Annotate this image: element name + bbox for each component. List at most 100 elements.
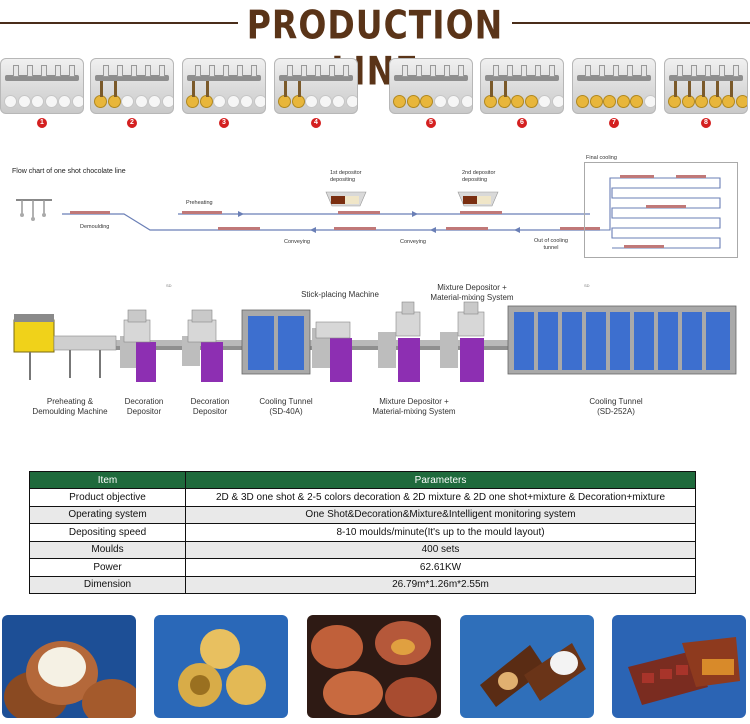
nozzle [237, 65, 243, 77]
step-image-6 [480, 58, 564, 114]
depositing-stream [206, 81, 209, 97]
mould-cup [708, 95, 722, 108]
nozzle [145, 65, 151, 77]
mould-cup [589, 95, 603, 108]
nozzle [549, 65, 555, 77]
stick-placing-machine [312, 321, 352, 382]
depositing-stream [490, 81, 493, 97]
nozzle [315, 65, 321, 77]
label-cooling-tunnel-40a: Cooling Tunnel (SD-40A) [259, 397, 313, 416]
depositor-bar [485, 75, 559, 81]
mould-cup [148, 95, 161, 108]
mould-cup [643, 95, 655, 108]
label-conveying-1: Conveying [284, 239, 310, 245]
depositing-stream [192, 81, 195, 97]
depositing-stream [702, 81, 705, 97]
mould-cup [305, 95, 318, 108]
mould-cup [524, 95, 538, 108]
mould-cup [31, 95, 44, 108]
nozzle [251, 65, 257, 77]
mould-cup [420, 95, 433, 108]
table-row: Product objective 2D & 3D one shot & 2-5… [29, 488, 696, 507]
mould-cup [735, 95, 747, 108]
step-image-5 [389, 58, 473, 114]
nozzle [585, 65, 591, 77]
decoration-depositor-2 [182, 309, 223, 382]
label-cooling-tunnel-252a: Cooling Tunnel (SD-252A) [589, 397, 643, 416]
header-item: Item [29, 471, 186, 489]
step-number-badge: 3 [219, 118, 229, 128]
step-image-4 [274, 58, 358, 114]
step-number-badge: 8 [701, 118, 711, 128]
mould-cup [4, 95, 17, 108]
row-item: Operating system [29, 505, 186, 524]
nozzle [41, 65, 47, 77]
step-number-badge: 5 [426, 118, 436, 128]
mould-cup [603, 95, 616, 108]
nozzle [402, 65, 408, 77]
table-row: Operating system One Shot&Decoration&Mix… [29, 505, 696, 524]
decoration-depositor-1 [120, 309, 156, 382]
nozzle [493, 65, 499, 77]
row-item: Product objective [29, 488, 186, 507]
machines-drawing [13, 301, 737, 382]
product-photo-2 [154, 615, 288, 718]
header-parameters: Parameters [185, 471, 696, 489]
label-conveying-2: Conveying [400, 239, 426, 245]
step-image-2 [90, 58, 174, 114]
mould-cup [393, 95, 406, 108]
nozzle [27, 65, 33, 77]
step-image-8 [664, 58, 748, 114]
flow-chart-diagram [16, 175, 721, 249]
row-value: 62.61KW [185, 558, 696, 577]
mould-cup [240, 95, 253, 108]
step-number-badge: 2 [127, 118, 137, 128]
mould-cup [121, 95, 134, 108]
mould-cup [253, 95, 265, 108]
final-cooling-box [584, 162, 738, 258]
depositor-bar [187, 75, 261, 81]
nozzle [627, 65, 633, 77]
nozzle [287, 65, 293, 77]
mould-cup [71, 95, 83, 108]
mould-cup [332, 95, 345, 108]
mould-cup [44, 95, 58, 108]
mould-cup [695, 95, 708, 108]
mould-cup [58, 95, 71, 108]
label-mixture-top: Mixture Depositor + Material-mixing Syst… [430, 283, 514, 302]
nozzle [13, 65, 19, 77]
row-value: 400 sets [185, 540, 696, 559]
mould-cup [406, 95, 420, 108]
mould-cup [616, 95, 630, 108]
mixture-depositor-1 [378, 301, 421, 382]
flow-chart-title: Flow chart of one shot chocolate line [12, 168, 126, 175]
step-image-3 [182, 58, 266, 114]
step-number-badge: 1 [37, 118, 47, 128]
nozzle [131, 65, 137, 77]
cooling-tunnel-sd-252a [507, 305, 737, 375]
product-photo-5 [612, 615, 746, 718]
nozzle [719, 65, 725, 77]
mould-cup [511, 95, 524, 108]
depositing-stream [730, 81, 733, 97]
nozzle [705, 65, 711, 77]
row-value: 26.79m*1.26m*2.55m [185, 575, 696, 594]
nozzle [159, 65, 165, 77]
label-mixture-depositor: Mixture Depositor + Material-mixing Syst… [372, 397, 456, 416]
mixture-depositor-2 [440, 301, 485, 382]
label-decoration-depositor-2: Decoration Depositor [190, 397, 230, 416]
mould-cup [576, 95, 589, 108]
title-divider-left [0, 22, 238, 24]
mould-cup [226, 95, 240, 108]
nozzle [430, 65, 436, 77]
product-photo-1 [2, 615, 136, 718]
nozzle [641, 65, 647, 77]
product-photo-3 [307, 615, 441, 718]
table-header-row: Item Parameters [29, 471, 696, 489]
nozzle [733, 65, 739, 77]
label-out-of-cooling: Out of cooling tunnel [534, 238, 568, 251]
depositor-bar [279, 75, 353, 81]
depositing-stream [114, 81, 117, 97]
mould-cup [345, 95, 357, 108]
preheating-demoulding-machine [13, 314, 117, 380]
